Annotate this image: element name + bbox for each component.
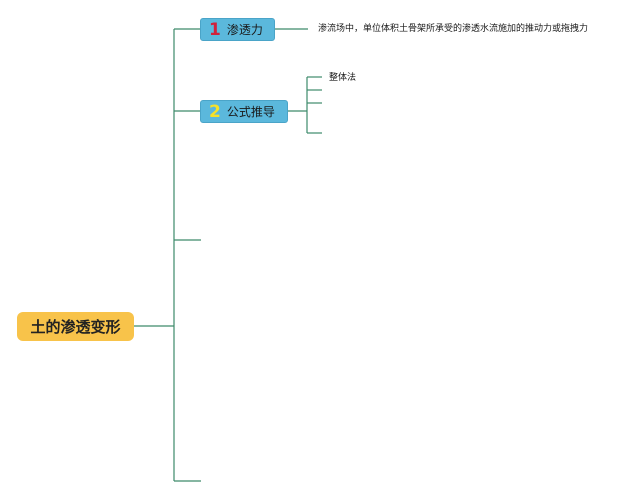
topic-node-1[interactable]: 1 渗透力: [200, 18, 275, 41]
topic-2-label: 公式推导: [226, 105, 275, 119]
topic-1-number: 1: [209, 19, 221, 40]
topic-2-number: 2: [209, 101, 221, 122]
topic-1-label: 渗透力: [226, 23, 263, 37]
leaf-topic-2[interactable]: 整体法: [329, 73, 357, 83]
topic-node-2[interactable]: 2 公式推导: [200, 100, 288, 123]
root-node[interactable]: 土的渗透变形: [17, 312, 134, 341]
leaf-topic-1[interactable]: 渗流场中，单位体积土骨架所承受的渗透水流施加的推动力或拖拽力: [318, 24, 589, 34]
root-label: 土的渗透变形: [30, 318, 121, 336]
